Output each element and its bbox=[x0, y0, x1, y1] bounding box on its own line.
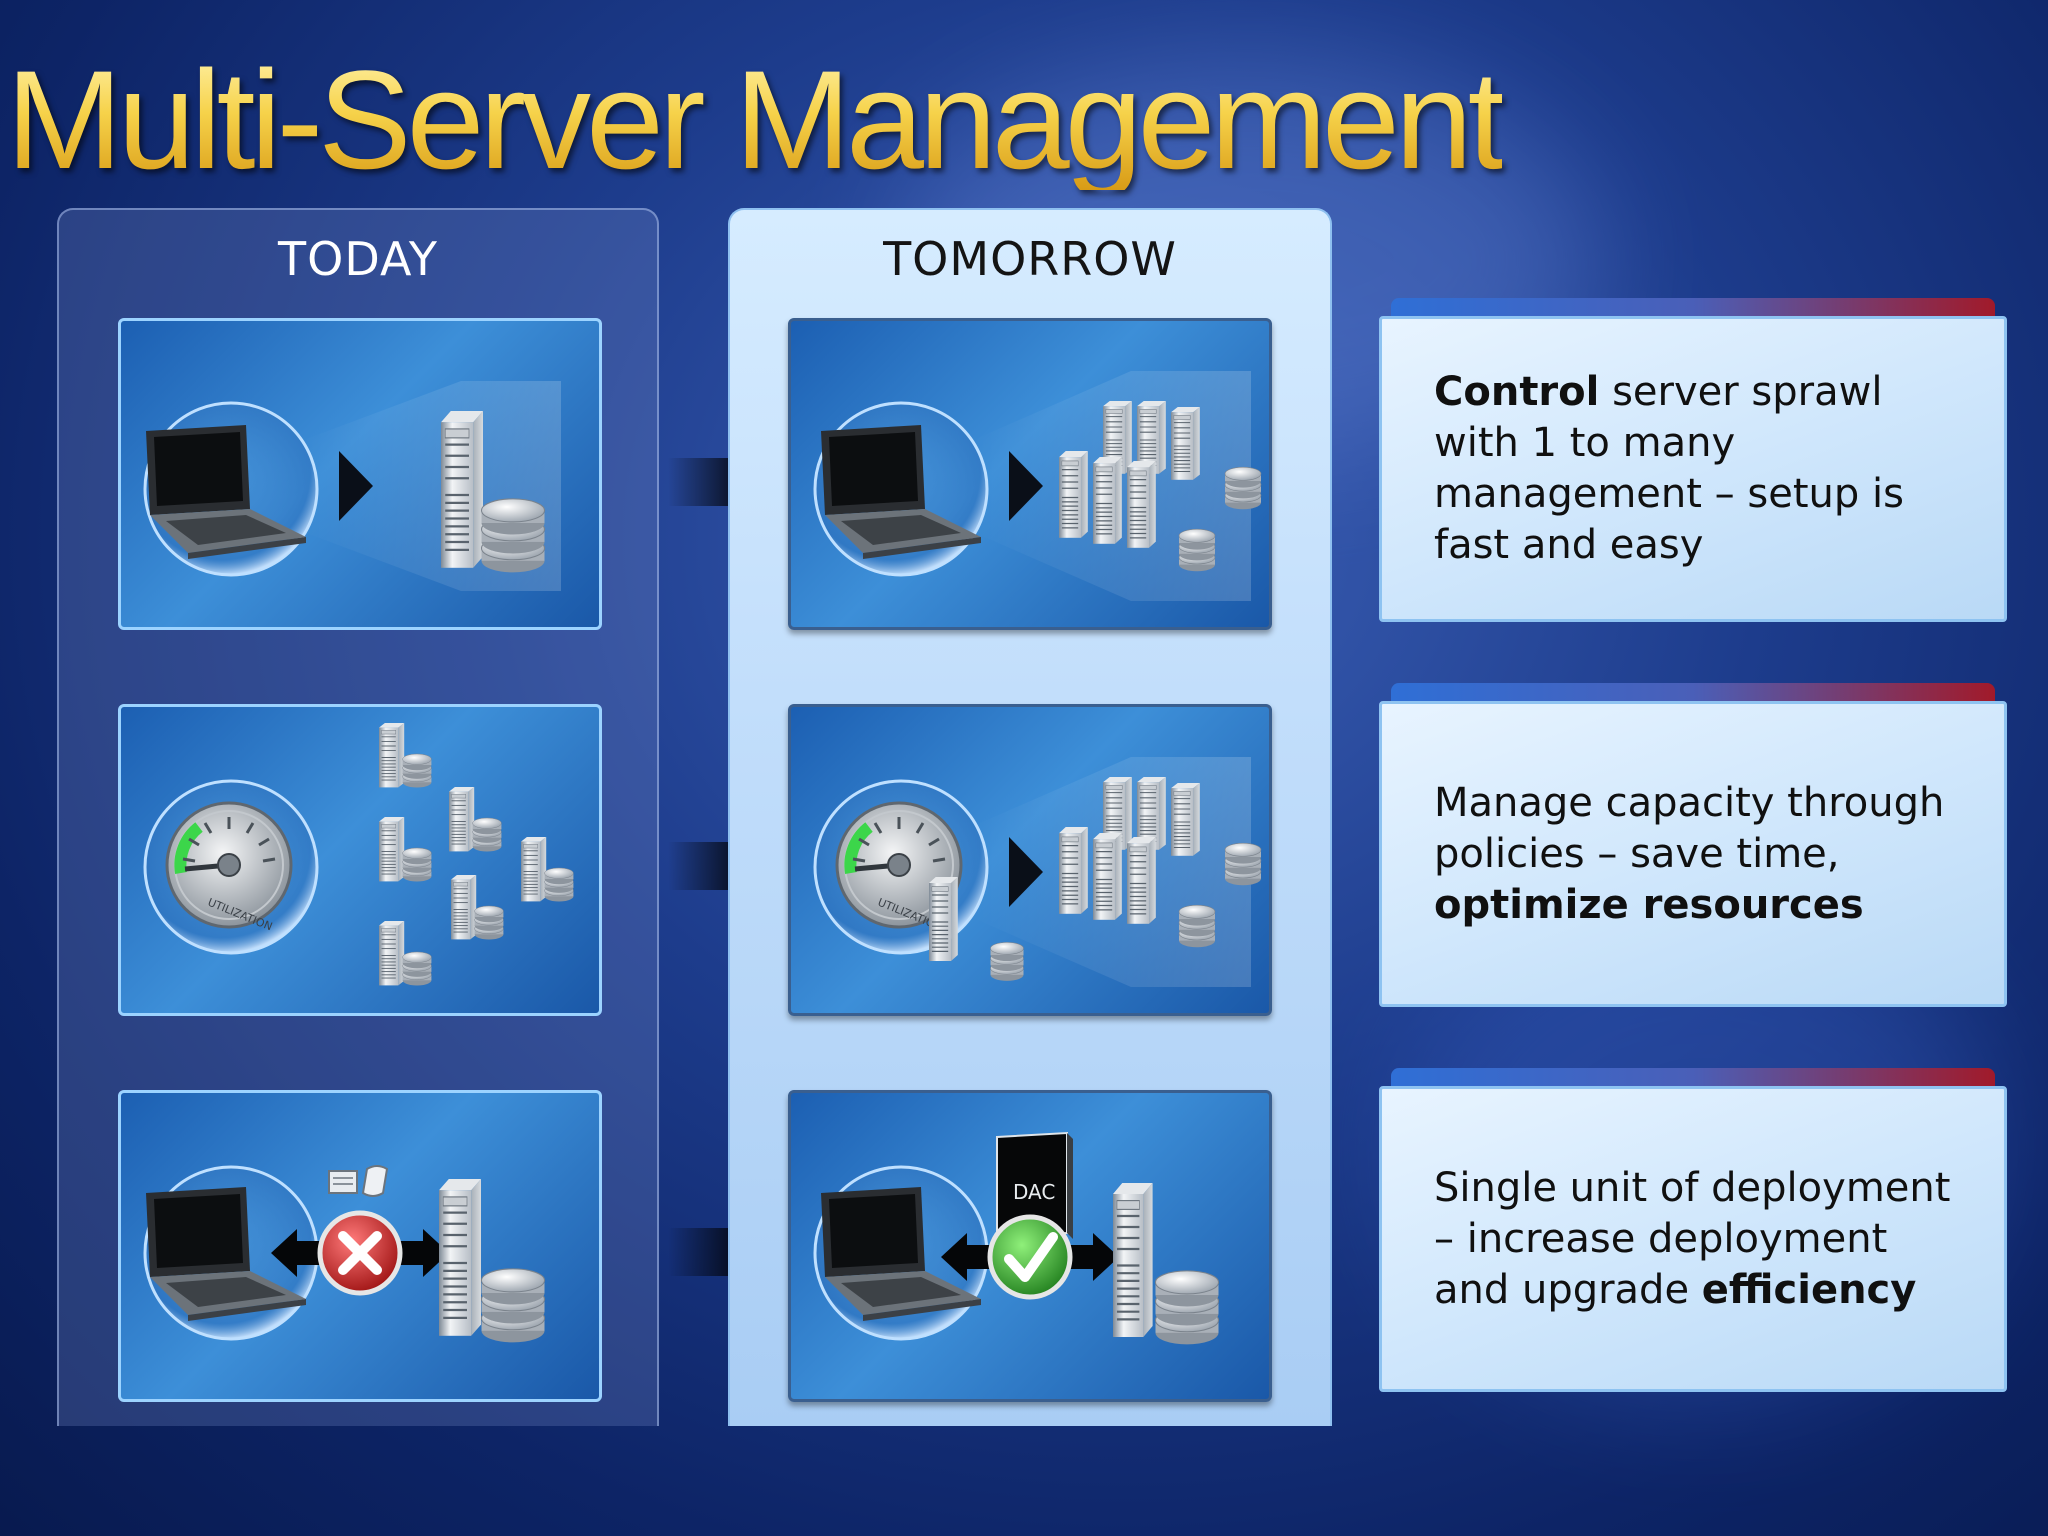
script-icon bbox=[361, 1165, 389, 1197]
chevron-right-icon bbox=[339, 451, 373, 521]
callout-single-unit: Single unit of deployment – increase dep… bbox=[1379, 1086, 2007, 1392]
scattered-servers-icon bbox=[378, 722, 574, 986]
callout-text: Manage capacity through policies – save … bbox=[1434, 778, 1974, 931]
callout-bold: efficiency bbox=[1701, 1266, 1917, 1313]
tomorrow-panel-dac-deploy: DAC bbox=[788, 1090, 1272, 1402]
database-icon bbox=[480, 1268, 546, 1343]
today-column: TODAY UTILIZATION bbox=[57, 208, 659, 1426]
server-icon bbox=[437, 1177, 483, 1337]
today-panel-failed-deploy bbox=[118, 1090, 602, 1402]
arrow-left-icon bbox=[271, 1229, 321, 1277]
database-icon bbox=[1154, 1270, 1220, 1345]
arrow-left-icon bbox=[941, 1233, 991, 1281]
server-icon bbox=[439, 409, 485, 569]
server-icon bbox=[928, 876, 959, 962]
today-panel-scattered-servers: UTILIZATION bbox=[118, 704, 602, 1016]
callout-lead: Manage capacity through policies – save … bbox=[1434, 779, 1945, 877]
tomorrow-column: TOMORROW UTILIZATION bbox=[728, 208, 1332, 1426]
callout-rest: server sprawl with 1 to many management … bbox=[1434, 369, 1904, 568]
dac-package-icon: DAC bbox=[996, 1131, 1073, 1239]
callout-bold: optimize resources bbox=[1434, 881, 1864, 928]
slide-title: Multi-Server Management bbox=[6, 41, 1507, 198]
arrow-right-icon bbox=[399, 1229, 449, 1277]
callout-control-sprawl: Control server sprawl with 1 to many man… bbox=[1379, 316, 2007, 622]
today-panel-single-server bbox=[118, 318, 602, 630]
dac-label: DAC bbox=[1013, 1180, 1055, 1204]
tomorrow-panel-capacity: UTILIZATION bbox=[788, 704, 1272, 1016]
callout-text: Single unit of deployment – increase dep… bbox=[1434, 1163, 1974, 1316]
arrow-right-icon bbox=[1069, 1233, 1119, 1281]
callout-bold: Control bbox=[1434, 369, 1600, 415]
chevron-right-icon bbox=[1009, 837, 1043, 907]
database-icon bbox=[990, 942, 1024, 982]
tomorrow-panel-server-cluster bbox=[788, 318, 1272, 630]
chevron-right-icon bbox=[1009, 451, 1043, 521]
callout-lead: Single unit of deployment – increase dep… bbox=[1434, 1164, 1951, 1313]
database-icon bbox=[480, 498, 546, 573]
server-icon bbox=[1111, 1181, 1154, 1339]
callout-manage-capacity: Manage capacity through policies – save … bbox=[1379, 701, 2007, 1007]
table-icon bbox=[328, 1170, 358, 1194]
tomorrow-heading: TOMORROW bbox=[883, 232, 1177, 286]
today-heading: TODAY bbox=[278, 232, 438, 286]
callout-text: Control server sprawl with 1 to many man… bbox=[1434, 367, 1974, 571]
success-check-icon bbox=[987, 1214, 1073, 1300]
